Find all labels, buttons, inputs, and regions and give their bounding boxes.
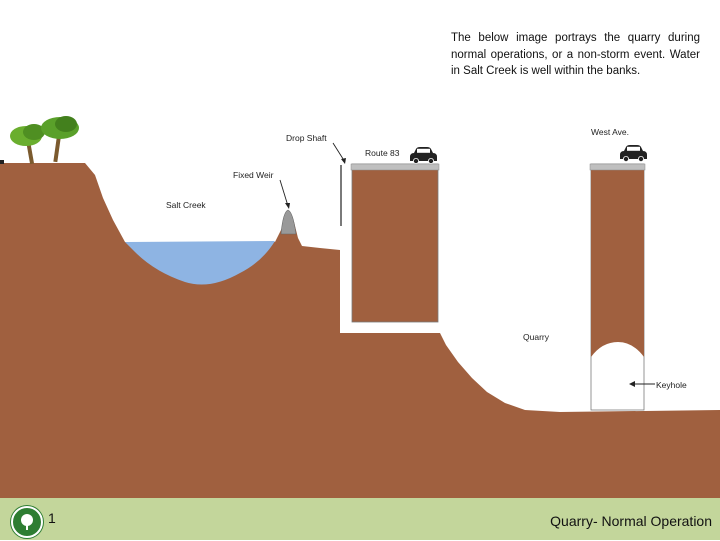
footer-bar: 1 Quarry- Normal Operation [0, 498, 720, 540]
arrow-icon [629, 381, 655, 387]
car-icon [410, 147, 437, 164]
slide-title: Quarry- Normal Operation [550, 513, 712, 529]
salt-creek-water [125, 241, 275, 285]
west-ave-pillar [591, 170, 644, 357]
quarry-label: Quarry [523, 332, 549, 342]
west-ave-label: West Ave. [591, 127, 629, 137]
west-ave-road [589, 163, 646, 171]
diagram-caption: The below image portrays the quarry duri… [451, 32, 700, 77]
route-83-road [350, 163, 440, 171]
route-83-label: Route 83 [365, 148, 400, 158]
tree-icon [41, 116, 79, 163]
keyhole-label: Keyhole [656, 380, 687, 390]
route-83-pillar [351, 163, 439, 323]
drop-shaft-label: Drop Shaft [286, 133, 327, 143]
arrow-icon [279, 179, 290, 209]
fixed-weir-label: Fixed Weir [233, 170, 274, 180]
logo-icon [11, 506, 43, 538]
page-number: 1 [48, 510, 56, 526]
left-edge-marker [0, 160, 4, 164]
tree-icon [10, 124, 45, 165]
car-icon [620, 145, 647, 162]
arrow-icon [332, 142, 346, 164]
salt-creek-label: Salt Creek [166, 200, 206, 210]
fixed-weir [280, 209, 297, 235]
